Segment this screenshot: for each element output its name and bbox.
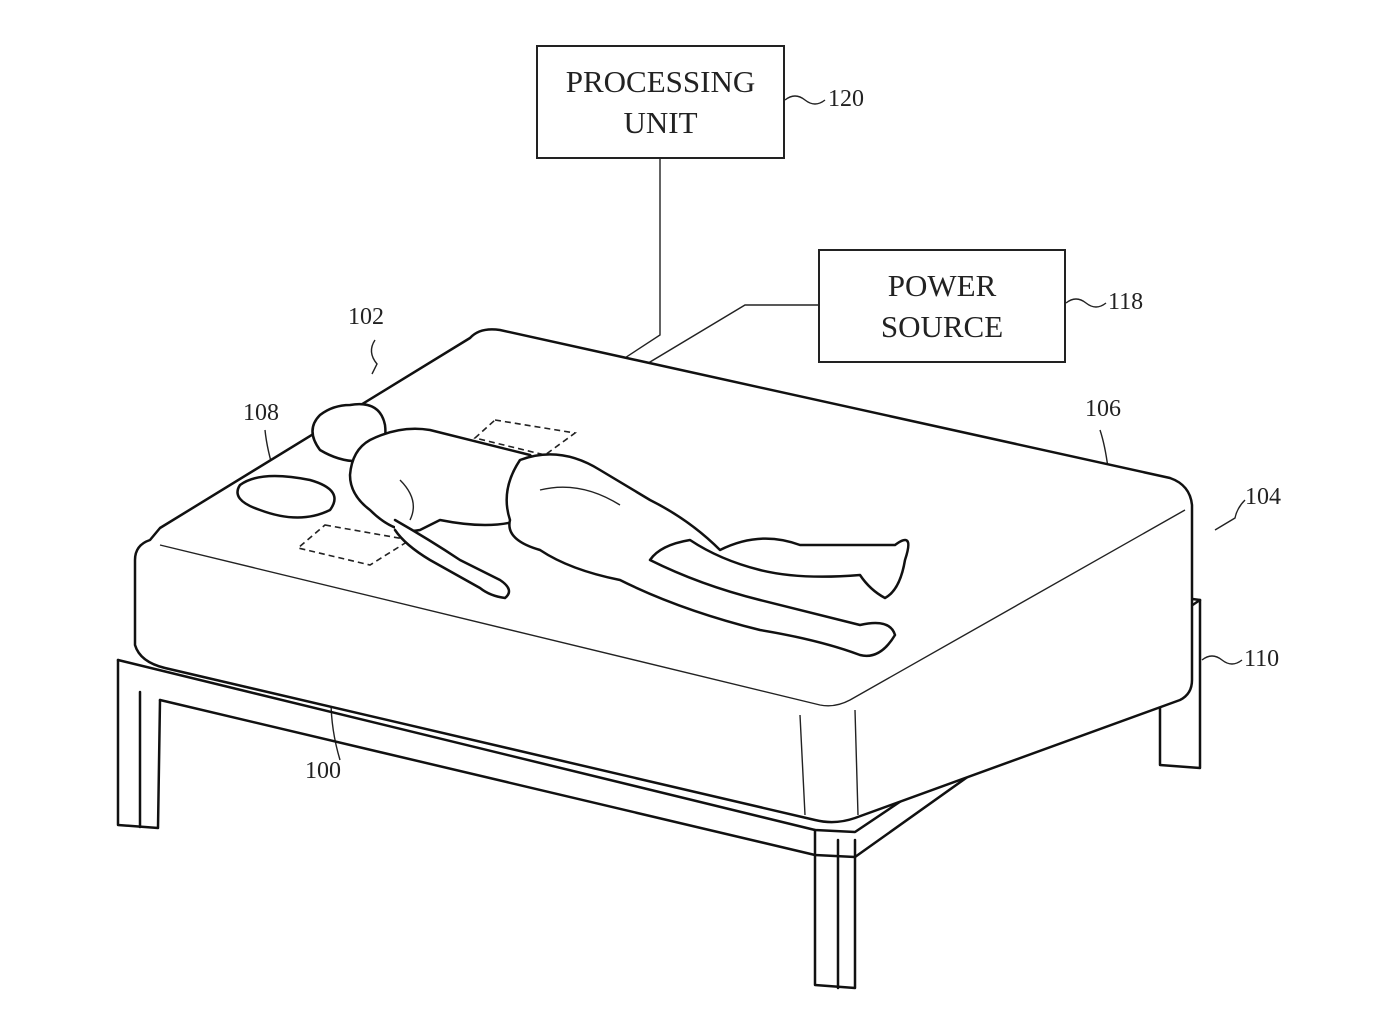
leader-118 bbox=[1065, 298, 1107, 308]
ref-104: 104 bbox=[1245, 484, 1281, 510]
bed-frame bbox=[116, 596, 1202, 990]
sensor-100 bbox=[296, 524, 413, 566]
leader-120 bbox=[784, 95, 826, 105]
power-source-line1: POWER bbox=[887, 268, 997, 303]
ref-110: 110 bbox=[1244, 646, 1280, 672]
power-source-box: POWER SOURCE bbox=[818, 249, 1066, 363]
ref-108: 108 bbox=[243, 400, 279, 426]
person bbox=[311, 402, 910, 658]
processing-unit-line1: PROCESSING bbox=[565, 64, 756, 99]
leader-110 bbox=[1201, 655, 1243, 665]
leader-104 bbox=[1214, 499, 1246, 531]
ref-102: 102 bbox=[348, 304, 384, 330]
ref-120: 120 bbox=[828, 86, 864, 112]
ref-106: 106 bbox=[1085, 396, 1121, 422]
leader-102 bbox=[370, 339, 378, 375]
processing-unit-box: PROCESSING UNIT bbox=[536, 45, 785, 159]
pillow bbox=[236, 474, 336, 519]
ref-100: 100 bbox=[305, 758, 341, 784]
processing-unit-line2: UNIT bbox=[623, 105, 698, 140]
ref-118: 118 bbox=[1108, 289, 1144, 315]
sensor-upper bbox=[473, 419, 578, 456]
power-source-line2: SOURCE bbox=[880, 309, 1004, 344]
